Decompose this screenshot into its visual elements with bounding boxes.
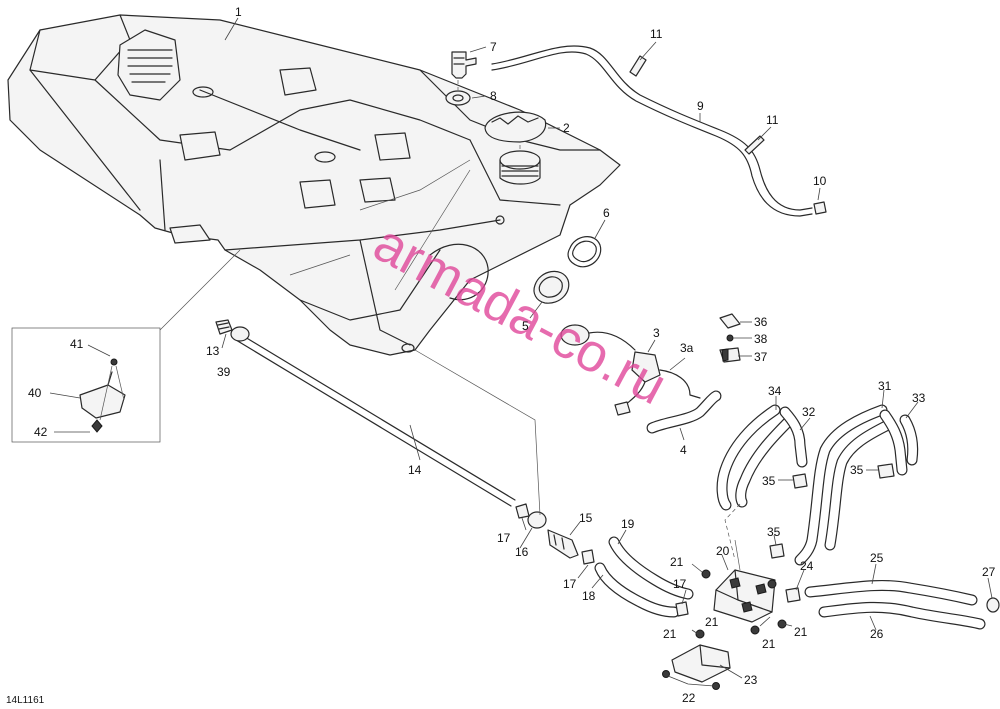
vent-fitting[interactable]: [451, 51, 477, 79]
callout-23: 23: [744, 673, 758, 687]
callout-14: 14: [408, 463, 422, 477]
callout-24: 24: [800, 559, 814, 573]
callout-33: 33: [912, 391, 926, 405]
hose-25[interactable]: [804, 579, 978, 606]
callout-11-upper: 11: [650, 27, 663, 41]
callout-15: 15: [579, 511, 593, 525]
callout-39: 39: [217, 365, 231, 379]
clamp-24[interactable]: [785, 587, 801, 603]
nut-21d[interactable]: [750, 625, 760, 635]
callout-21-e: 21: [794, 625, 808, 639]
nut-21c[interactable]: [695, 629, 705, 639]
callout-18: 18: [582, 589, 596, 603]
callout-19: 19: [621, 517, 635, 531]
callout-5: 5: [522, 319, 529, 333]
fuel-line-14[interactable]: [235, 333, 516, 507]
callout-4: 4: [680, 443, 687, 457]
clamp-17-lower[interactable]: [675, 601, 689, 617]
callout-35-a: 35: [762, 474, 776, 488]
clamp-17-middle[interactable]: [581, 549, 595, 565]
hose-clamp-10[interactable]: [813, 201, 827, 215]
callout-27: 27: [982, 565, 996, 579]
callout-3: 3: [653, 326, 660, 340]
screw-38[interactable]: [726, 334, 734, 342]
pump-gasket[interactable]: [567, 236, 602, 268]
bracket-23[interactable]: [671, 644, 731, 683]
callout-10: 10: [813, 174, 827, 188]
callout-13: 13: [206, 344, 220, 358]
callout-21-c: 21: [705, 615, 719, 629]
callout-41: 41: [70, 337, 84, 351]
screw-22a[interactable]: [662, 670, 670, 678]
callout-38: 38: [754, 332, 768, 346]
callout-32: 32: [802, 405, 816, 419]
hose-32[interactable]: [779, 406, 808, 468]
lock-ring[interactable]: [533, 270, 570, 304]
callout-17-lower: 17: [673, 577, 687, 591]
fitting-13[interactable]: [215, 319, 233, 335]
callout-labels: 1 2 3 3a 4 5 6 7 8 9 10 11 11 13 14 15 1…: [28, 5, 996, 705]
callout-42: 42: [34, 425, 48, 439]
check-valve-upper[interactable]: [629, 55, 647, 77]
drawing-code: 14L1161: [6, 695, 45, 706]
fuel-hose-4[interactable]: [646, 390, 722, 434]
callout-16: 16: [515, 545, 529, 559]
callout-21-a: 21: [670, 555, 684, 569]
callout-1: 1: [235, 5, 242, 19]
callout-36: 36: [754, 315, 768, 329]
assembly-guides: [289, 80, 741, 571]
bracket-detail-box: [11, 249, 241, 443]
callout-21-b: 21: [663, 627, 677, 641]
cooler-block-20[interactable]: [713, 569, 776, 623]
fuel-level-sensor[interactable]: [560, 324, 701, 416]
callout-22: 22: [682, 691, 696, 705]
callout-35-b: 35: [850, 463, 864, 477]
callout-2: 2: [563, 121, 570, 135]
hose-18[interactable]: [594, 562, 680, 618]
clamp-17-upper[interactable]: [515, 503, 530, 519]
hose-31[interactable]: [794, 404, 894, 566]
clamp-35b[interactable]: [877, 463, 895, 479]
callout-34: 34: [768, 384, 782, 398]
callout-37: 37: [754, 350, 768, 364]
fuel-cap[interactable]: [484, 111, 547, 143]
fitting-15[interactable]: [547, 529, 579, 559]
nut-21e[interactable]: [777, 619, 787, 629]
grommet[interactable]: [445, 90, 471, 106]
hose-33[interactable]: [879, 409, 919, 476]
callout-3a: 3a: [680, 341, 694, 355]
nut-21a[interactable]: [701, 569, 711, 579]
hose-26[interactable]: [818, 601, 986, 630]
bracket-37[interactable]: [719, 347, 741, 363]
nut-21b[interactable]: [767, 579, 777, 589]
callout-35-c: 35: [767, 525, 781, 539]
clamp-35a[interactable]: [792, 473, 808, 489]
vent-hose[interactable]: [491, 45, 813, 217]
callout-8: 8: [490, 89, 497, 103]
callout-40: 40: [28, 386, 42, 400]
callout-20: 20: [716, 544, 730, 558]
nut-16[interactable]: [527, 511, 547, 529]
clamp-27[interactable]: [986, 597, 1000, 613]
check-valve-lower[interactable]: [744, 135, 765, 155]
callout-21-d: 21: [762, 637, 776, 651]
nut-39[interactable]: [230, 326, 250, 342]
callout-6: 6: [603, 206, 610, 220]
callout-17-middle: 17: [563, 577, 577, 591]
hose-19[interactable]: [608, 536, 694, 600]
callout-17-upper: 17: [497, 531, 511, 545]
leader-lines: [49, 17, 993, 687]
callout-25: 25: [870, 551, 884, 565]
clamp-35c[interactable]: [769, 543, 785, 559]
callout-9: 9: [697, 99, 704, 113]
callout-11-lower: 11: [766, 113, 779, 127]
callout-31: 31: [878, 379, 892, 393]
clip-36[interactable]: [719, 313, 741, 329]
callout-7: 7: [490, 40, 497, 54]
callout-26: 26: [870, 627, 884, 641]
hose-34[interactable]: [716, 404, 796, 511]
